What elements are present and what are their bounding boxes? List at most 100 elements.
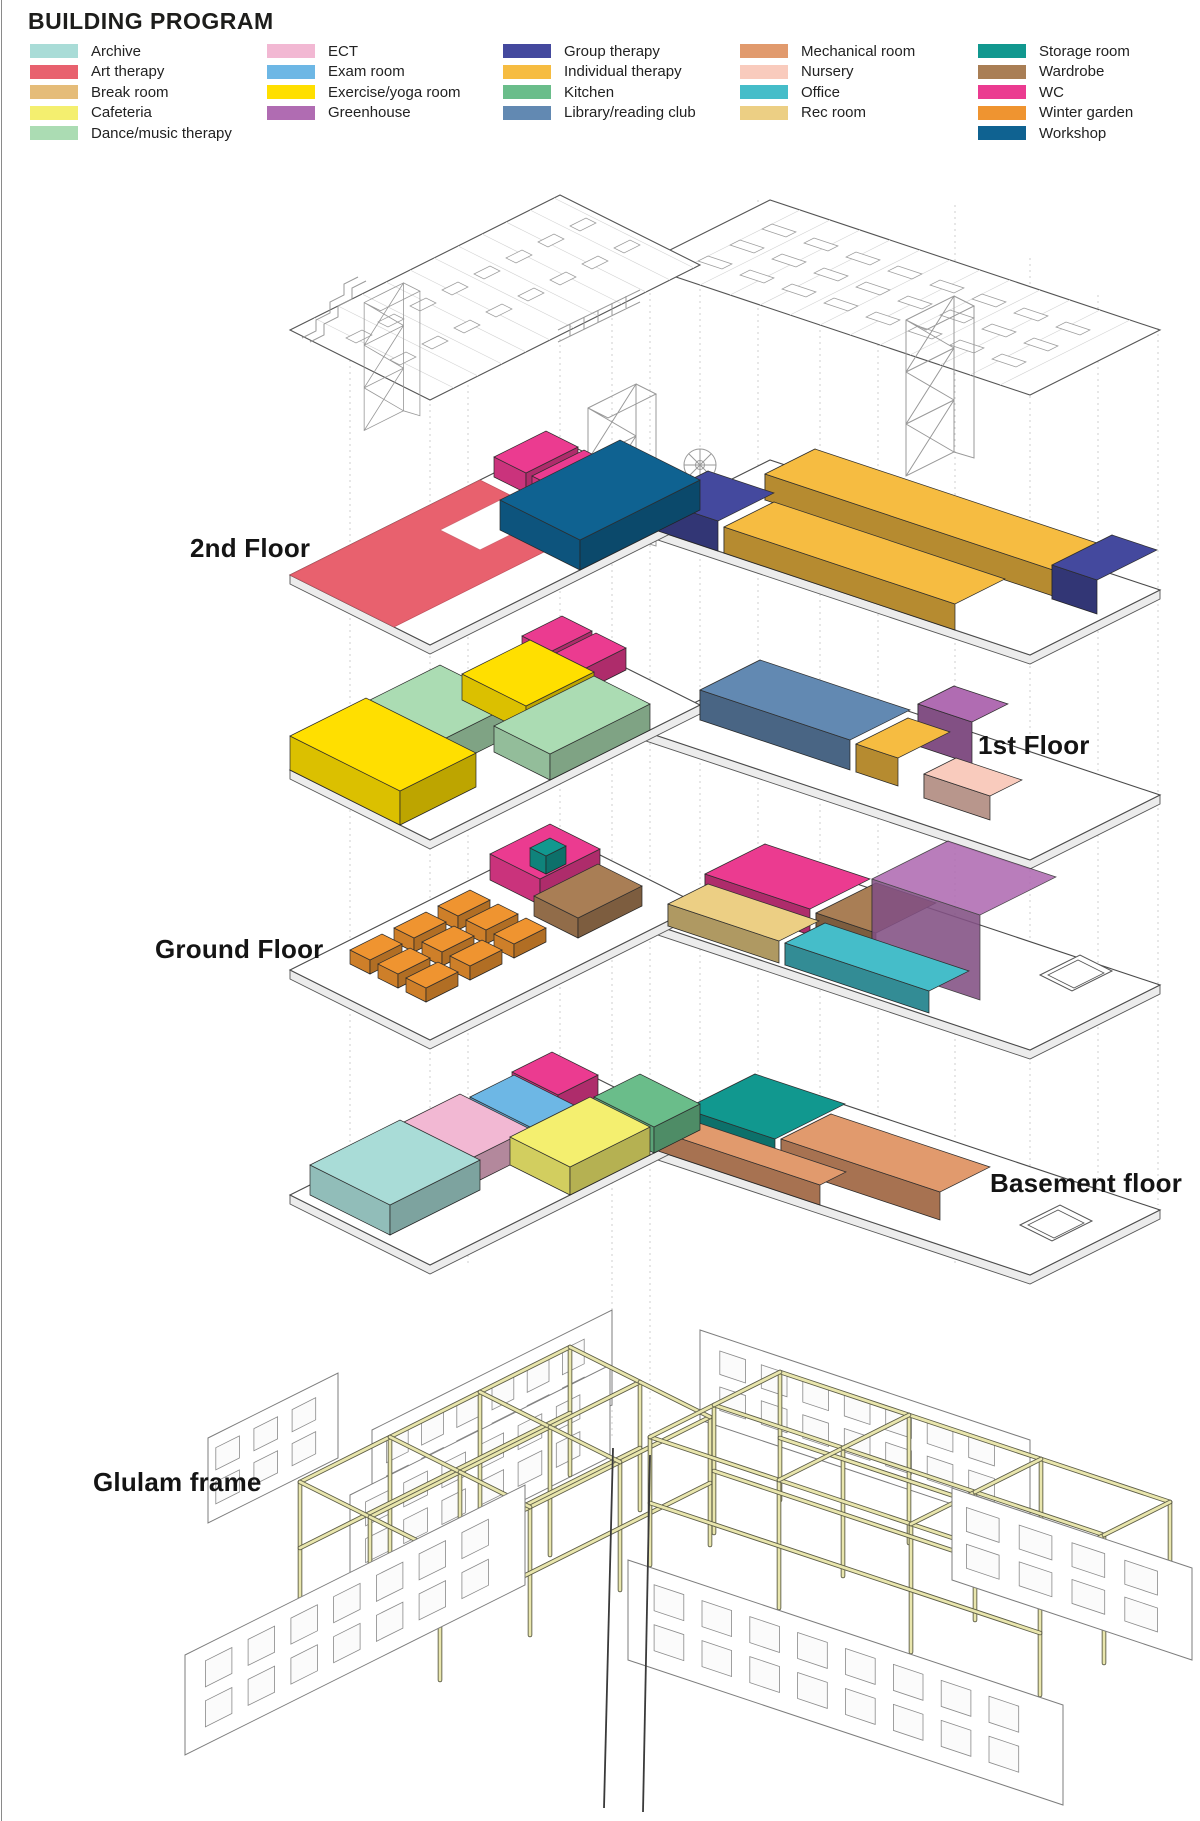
legend-swatch-exam-room <box>267 64 315 79</box>
legend-swatch-winter-garden <box>978 105 1026 120</box>
room-individual-therapy <box>723 501 1006 631</box>
legend-item-kitchen: Kitchen <box>503 83 696 101</box>
shaft-opening <box>1018 1204 1094 1242</box>
legend-label: Workshop <box>1039 124 1107 142</box>
room-wardrobe <box>533 863 643 939</box>
legend-item-wc: WC <box>978 83 1133 101</box>
legend-label: Exercise/yoga room <box>328 83 461 101</box>
legend-swatch-workshop <box>978 126 1026 140</box>
roof-plan <box>288 194 702 401</box>
roof-plan <box>638 199 1162 396</box>
section-line <box>642 1454 651 1813</box>
legend-item-exam-room: Exam room <box>267 63 461 80</box>
floor-label-1st: 1st Floor <box>978 730 1090 760</box>
floor-label-basement: Basement floor <box>990 1168 1182 1198</box>
legend-label: Mechanical room <box>801 42 916 60</box>
legend-label: Office <box>801 83 840 101</box>
room-workshop <box>499 439 701 571</box>
legend-label: WC <box>1039 83 1064 101</box>
legend-swatch-kitchen <box>503 85 551 99</box>
legend-item-greenhouse: Greenhouse <box>267 104 461 121</box>
legend-swatch-office <box>740 85 788 99</box>
legend-swatch-greenhouse <box>267 105 315 120</box>
legend-label: Storage room <box>1039 42 1130 60</box>
legend-label: Break room <box>91 83 169 101</box>
room-nursery <box>923 757 1023 821</box>
section-line <box>603 1447 614 1809</box>
legend-label: Group therapy <box>564 42 660 60</box>
stair-flight-wireframe <box>301 276 367 343</box>
legend-swatch-art-therapy <box>30 64 78 79</box>
floor-label-glulam: Glulam frame <box>93 1467 262 1497</box>
legend-label: Greenhouse <box>328 104 411 121</box>
legend-swatch-group-therapy <box>503 44 551 58</box>
winter-garden-unit <box>449 939 503 981</box>
legend-swatch-wc <box>978 85 1026 99</box>
glulam-frame-left <box>297 1344 713 1683</box>
legend-swatch-nursery <box>740 64 788 79</box>
legend-item-dance-music-therapy: Dance/music therapy <box>30 125 232 142</box>
room-rec <box>667 883 820 964</box>
winter-garden-unit <box>405 961 459 1003</box>
legend-item-exercise-yoga-room: Exercise/yoga room <box>267 83 461 101</box>
legend-swatch-exercise-yoga-room <box>267 85 315 99</box>
facade-front-left <box>184 1484 526 1756</box>
legend-item-individual-therapy: Individual therapy <box>503 63 696 80</box>
legend-label: Wardrobe <box>1039 63 1105 80</box>
legend-label: Exam room <box>328 63 405 80</box>
legend-swatch-archive <box>30 44 78 58</box>
legend-item-workshop: Workshop <box>978 124 1133 142</box>
legend-label: Archive <box>91 42 142 60</box>
legend-item-storage-room: Storage room <box>978 42 1133 60</box>
legend-swatch-break-room <box>30 85 78 99</box>
legend-label: Kitchen <box>564 83 615 101</box>
facade-upper-left <box>207 1372 339 1524</box>
legend-item-art-therapy: Art therapy <box>30 63 232 80</box>
room-archive <box>309 1119 481 1236</box>
floor-label-ground: Ground Floor <box>155 934 323 964</box>
legend-label: Library/reading club <box>564 104 696 121</box>
shaft-opening-inner <box>1047 959 1105 989</box>
legend-label: Cafeteria <box>91 104 152 121</box>
legend-swatch-mechanical-room <box>740 44 788 58</box>
facade-far-right <box>951 1487 1193 1661</box>
legend-item-winter-garden: Winter garden <box>978 104 1134 121</box>
legend-label: Art therapy <box>91 63 165 80</box>
legend-label: Individual therapy <box>564 63 682 80</box>
room-cafeteria <box>509 1096 651 1196</box>
legend-item-mechanical-room: Mechanical room <box>740 42 916 60</box>
floor-label-2nd: 2nd Floor <box>190 533 310 563</box>
legend-label: Winter garden <box>1039 104 1134 121</box>
sheet-edge-line <box>1 0 2 1821</box>
legend-swatch-wardrobe <box>978 64 1026 79</box>
legend-label: ECT <box>328 42 358 60</box>
room-group-therapy <box>1051 534 1158 615</box>
legend-item-nursery: Nursery <box>740 63 915 80</box>
legend-swatch-rec-room <box>740 105 788 120</box>
shaft-opening <box>1038 954 1114 992</box>
legend-item-group-therapy: Group therapy <box>503 42 696 60</box>
legend-item-library-reading-club: Library/reading club <box>503 104 696 121</box>
room-storage <box>529 837 567 875</box>
facade-front-right <box>627 1559 1064 1806</box>
page-title: BUILDING PROGRAM <box>28 8 274 34</box>
stair-bridge-wireframe <box>557 289 641 343</box>
legend-item-break-room: Break room <box>30 83 232 101</box>
legend-swatch-dance-music-therapy <box>30 126 78 140</box>
room-exercise-yoga <box>289 697 477 826</box>
legend-item-office: Office <box>740 83 915 101</box>
legend-item-cafeteria: Cafeteria <box>30 104 232 121</box>
legend-item-ect: ECT <box>267 42 461 60</box>
legend-swatch-library-reading-club <box>503 105 551 120</box>
legend-swatch-storage-room <box>978 44 1026 58</box>
legend-item-archive: Archive <box>30 42 232 60</box>
legend-item-wardrobe: Wardrobe <box>978 63 1133 80</box>
